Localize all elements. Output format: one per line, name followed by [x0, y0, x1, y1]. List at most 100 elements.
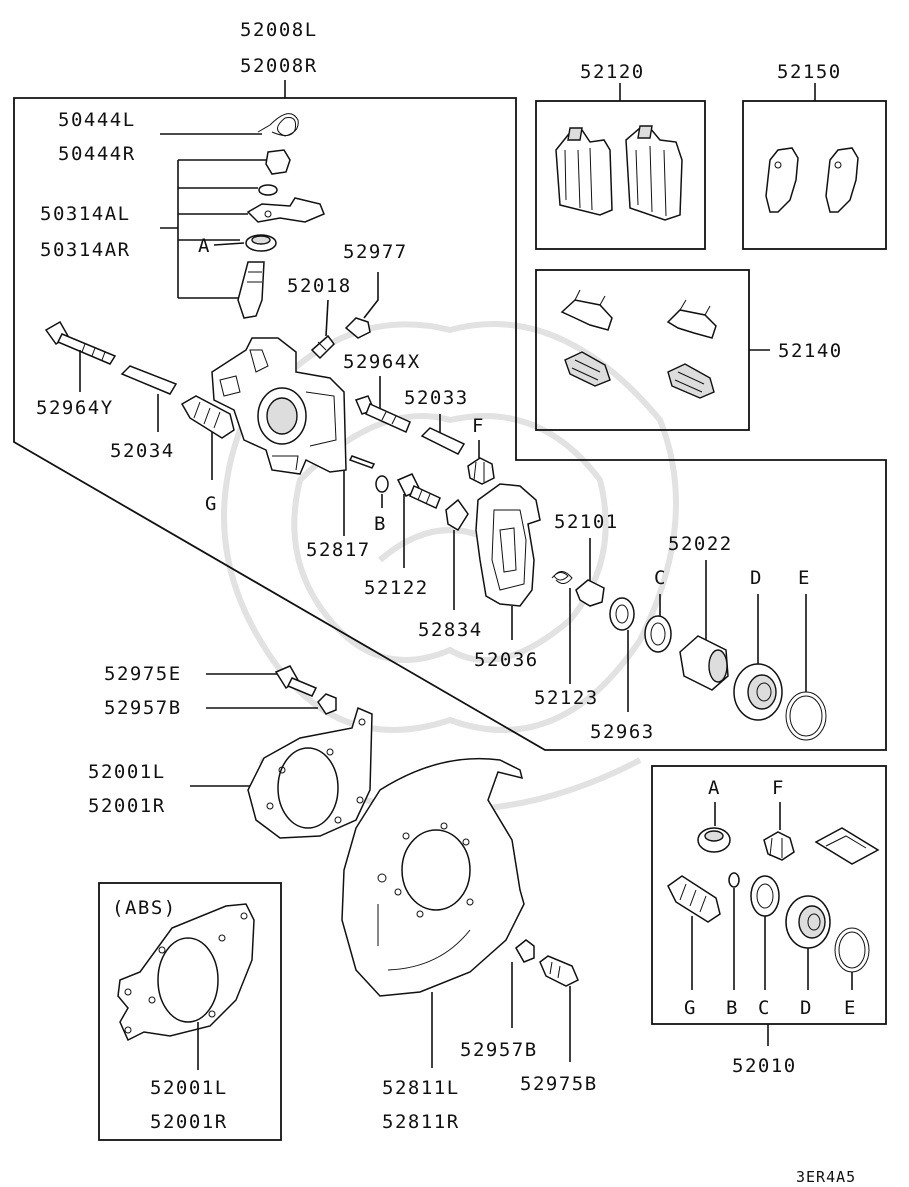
clip-52834 [445, 498, 469, 532]
label-52033: 52033 [404, 387, 469, 409]
kit-marker-C: C [758, 997, 771, 1019]
kit-marker-D: D [800, 997, 813, 1019]
adaptor-52001 [247, 706, 373, 839]
marker-G: G [205, 493, 218, 515]
snap-ring-e [785, 691, 827, 741]
caliper-assembly-outline [13, 97, 887, 751]
boot-a [245, 234, 277, 252]
label-52975B: 52975B [520, 1073, 598, 1095]
shim-kit-label: 52150 [777, 61, 842, 83]
kit-boot-f [763, 831, 795, 861]
label-50314AL: 50314AL [40, 203, 131, 225]
sleeve-52034 [120, 365, 178, 395]
kit-marker-G: G [684, 997, 697, 1019]
boot-g [180, 395, 235, 439]
kit-snap-ring-e [834, 927, 870, 973]
caliper-assembly-label-r: 52008R [240, 55, 318, 77]
bolt-52964Y [44, 320, 117, 365]
caliper-assembly-label-l: 52008L [240, 19, 318, 41]
bleeder-spring [257, 113, 299, 137]
marker-C-main: C [654, 567, 667, 589]
kit-boot-a [697, 827, 731, 853]
label-52811L: 52811L [382, 1077, 460, 1099]
label-52975E: 52975E [104, 663, 182, 685]
label-52018: 52018 [287, 275, 352, 297]
clip-kit-box [535, 269, 750, 431]
dust-shield-52811 [341, 757, 525, 997]
clip-kit-label: 52140 [778, 340, 843, 362]
marker-A-top: A [198, 235, 211, 257]
pin-52817 [348, 455, 376, 469]
clip-bottom-left [564, 351, 611, 387]
clip-top-right [666, 299, 717, 339]
label-52001L: 52001L [88, 761, 166, 783]
kit-marker-E: E [844, 997, 857, 1019]
guide-pin-short [237, 261, 265, 319]
clip-52101 [575, 579, 605, 607]
marker-E-main: E [798, 567, 811, 589]
label-52964Y: 52964Y [36, 397, 114, 419]
label-50444L: 50444L [58, 109, 136, 131]
piston-seal-c [644, 615, 672, 653]
washer-52957B-bottom [515, 939, 535, 963]
label-52122: 52122 [364, 577, 429, 599]
o-ring-b [375, 475, 389, 493]
retainer-plate [246, 197, 325, 223]
abs-variant-box [98, 882, 282, 1141]
marker-D-main: D [750, 567, 763, 589]
bolt-52975E [274, 665, 318, 697]
label-52957B-bottom: 52957B [460, 1039, 538, 1061]
label-52022: 52022 [668, 533, 733, 555]
caliper-body [211, 337, 347, 475]
dust-cap-52977 [344, 317, 371, 339]
caliper-support-52036 [475, 483, 541, 607]
label-50444R: 50444R [58, 143, 136, 165]
kit-seal-c [750, 875, 780, 917]
label-52001R: 52001R [88, 795, 166, 817]
label-52834: 52834 [418, 619, 483, 641]
bleeder-cap [265, 149, 291, 175]
seal-kit-label: 52010 [732, 1055, 797, 1077]
label-52964X: 52964X [343, 351, 421, 373]
brake-pad-left [555, 127, 613, 216]
marker-F-top: F [472, 415, 485, 437]
kit-boot-d [785, 895, 831, 949]
label-52036: 52036 [474, 649, 539, 671]
bleeder-screw [310, 334, 335, 360]
label-52123: 52123 [534, 687, 599, 709]
shim-left [765, 147, 799, 213]
seal-52963 [609, 597, 635, 631]
diagram-code: 3ER4A5 [796, 1168, 856, 1186]
kit-o-ring-b [728, 872, 740, 888]
bolt-52975B [539, 955, 579, 987]
kit-marker-F: F [772, 777, 785, 799]
kit-grease-packet [814, 827, 880, 865]
bolt-52122 [396, 473, 441, 510]
shim-right [825, 147, 859, 213]
bolt-52964X [354, 395, 411, 434]
abs-adaptor [117, 903, 255, 1042]
pad-set-label: 52120 [580, 61, 645, 83]
piston-52022 [679, 635, 729, 691]
label-52817: 52817 [306, 539, 371, 561]
seal-kit-box [651, 765, 887, 1025]
kit-boot-g [667, 875, 721, 923]
small-washer [258, 184, 278, 196]
shim-kit-box [742, 100, 887, 250]
label-50314AR: 50314AR [40, 239, 131, 261]
label-52101: 52101 [554, 511, 619, 533]
piston-boot-d [733, 663, 783, 721]
kit-marker-A: A [708, 777, 721, 799]
brake-pad-right [625, 125, 683, 221]
sleeve-52033 [420, 427, 466, 455]
abs-label-52001R: 52001R [150, 1111, 228, 1133]
label-52034: 52034 [110, 440, 175, 462]
label-52811R: 52811R [382, 1111, 460, 1133]
clip-bottom-right [667, 363, 715, 399]
clip-top-left [560, 289, 613, 331]
marker-B-main: B [374, 513, 387, 535]
abs-title: (ABS) [112, 897, 177, 919]
label-52963: 52963 [590, 721, 655, 743]
washer-52957B-top [317, 693, 337, 715]
